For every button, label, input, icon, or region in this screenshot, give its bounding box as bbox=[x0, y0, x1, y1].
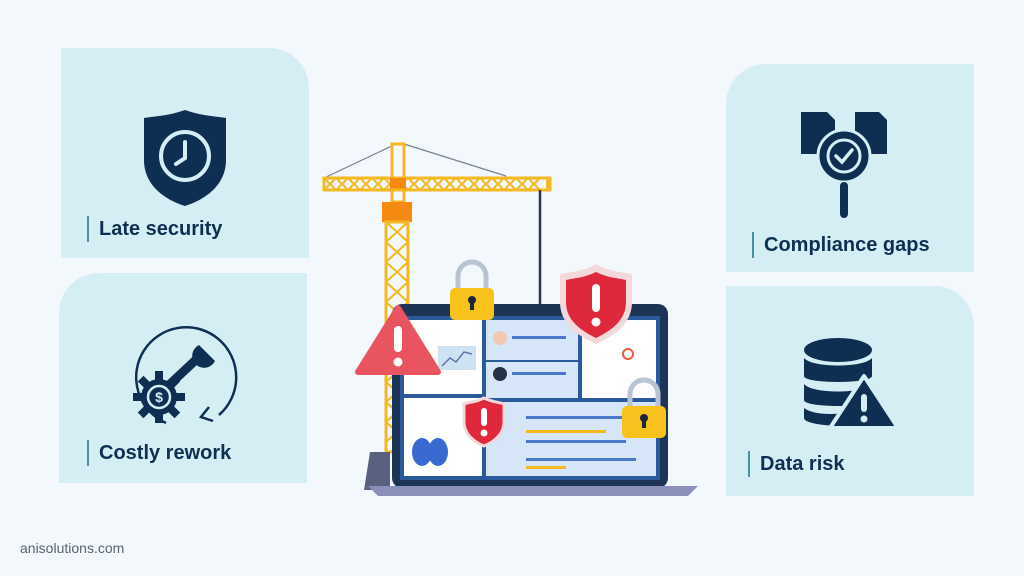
card-label: Late security bbox=[87, 216, 222, 242]
card-label: Data risk bbox=[748, 451, 845, 477]
label-accent-bar bbox=[752, 232, 754, 258]
document-check-magnifier-icon bbox=[801, 112, 887, 218]
card-title: Late security bbox=[99, 217, 223, 240]
svg-text:$: $ bbox=[155, 389, 163, 405]
gear-dollar-wrench-icon: $ bbox=[133, 326, 238, 425]
card-title: Compliance gaps bbox=[764, 233, 930, 256]
padlock-icon bbox=[622, 377, 666, 438]
crane-laptop-illustration bbox=[322, 142, 698, 496]
card-title: Costly rework bbox=[99, 441, 232, 464]
padlock-icon bbox=[450, 259, 494, 320]
shield-alert-small-icon bbox=[462, 396, 506, 448]
card-title: Data risk bbox=[760, 452, 845, 475]
card-label: Costly rework bbox=[87, 440, 231, 466]
footer-site[interactable]: anisolutions.com bbox=[20, 540, 125, 556]
label-accent-bar bbox=[748, 451, 750, 477]
label-accent-bar bbox=[87, 440, 89, 466]
card-costly-rework: $ Costly rework bbox=[59, 273, 307, 483]
label-accent-bar bbox=[87, 216, 89, 242]
shield-alert-icon bbox=[560, 264, 632, 344]
card-data-risk: Data risk bbox=[726, 286, 974, 496]
card-label: Compliance gaps bbox=[752, 232, 930, 258]
shield-clock-icon bbox=[144, 110, 226, 206]
database-warning-icon bbox=[804, 338, 900, 430]
card-late-security: Late security bbox=[61, 48, 309, 258]
card-compliance-gaps: Compliance gaps bbox=[726, 64, 974, 272]
